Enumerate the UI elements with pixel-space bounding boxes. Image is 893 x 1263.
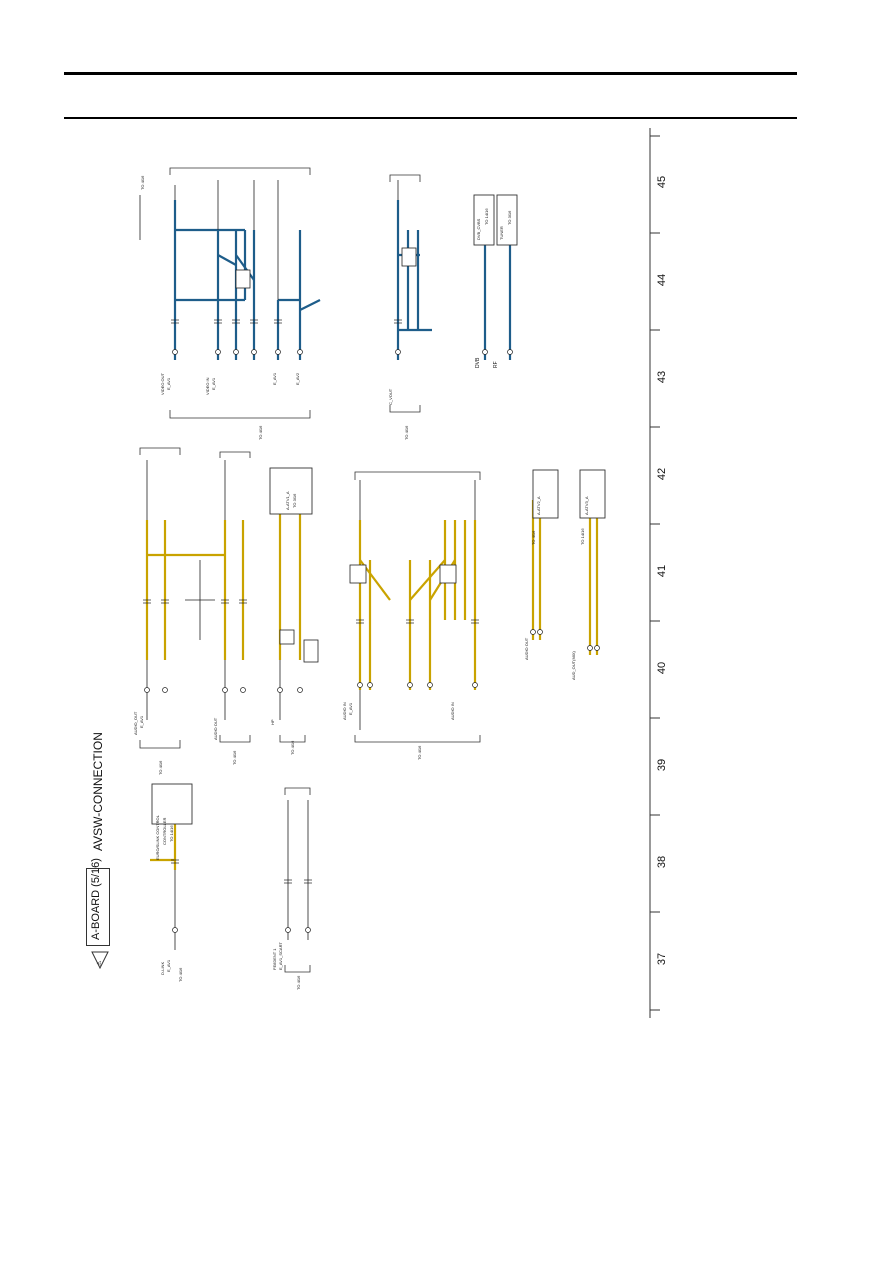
hp-label: HP [270, 719, 275, 725]
euro-sub: CONTROLLER [162, 817, 167, 845]
video-in-dest: TO 4/16 [258, 425, 263, 440]
column-number: 37 [656, 952, 669, 966]
e-av2-label: E_AV2 [295, 372, 300, 385]
column-number: 38 [656, 855, 669, 869]
euro-dest: TO 14/16 [169, 825, 174, 842]
audio-in-dest: TO 4/16 [417, 745, 422, 760]
video-out-sub: E_AV1 [166, 377, 171, 390]
d-link-sub: E_AV1 [166, 959, 171, 972]
column-number: 44 [656, 273, 669, 287]
video-out-nets [173, 200, 247, 360]
fe-ident-sub: E_AV1_SCART [278, 942, 283, 970]
audio-in-label: AUDIO IN [342, 702, 347, 720]
audio-out-nets [145, 510, 302, 660]
dvb-cvbs-label: DVB_CVBS [476, 218, 481, 240]
video-out-label: VIDEO OUT [160, 372, 165, 395]
audio-out-top-sub: E_AV1 [139, 715, 144, 728]
audio-in2-label: AUDIO IN [450, 702, 455, 720]
video-in-sub: E_AV1 [211, 377, 216, 390]
dvb-tuner-nets [483, 240, 512, 360]
column-number: 42 [656, 467, 669, 481]
tuner-label: TUNER [499, 226, 504, 240]
audio-in-nets [358, 520, 477, 690]
video-in-label: VIDEO IN [205, 377, 210, 395]
atv-audio-nets [531, 500, 599, 655]
audio-outmix-label: AUD_OUT(MIX) [571, 651, 576, 680]
column-number: 45 [656, 175, 669, 189]
warning-symbol: ⚠ [97, 960, 103, 966]
d-link-label: D-LINK [160, 961, 165, 975]
rf-label: RF [493, 361, 499, 368]
top-rule [64, 72, 797, 75]
atv-a3-dest: TO 14/16 [580, 528, 585, 545]
video-out-dest: TO 4/16 [140, 175, 145, 190]
atv-a1-dest: TO 3/16 [292, 493, 297, 508]
c-vout-nets [396, 200, 432, 360]
warning-triangle-icon [91, 951, 109, 970]
bus-brackets [139, 167, 481, 973]
board-label-box [86, 868, 110, 946]
euro-label: EURO/SLINK CONTROL [155, 815, 160, 860]
terminals [144, 349, 600, 933]
audio-in-sub: E_AV1 [348, 702, 353, 715]
atv-a3-label: A-ATV3_A [584, 496, 589, 515]
c-vout-dest: TO 4/16 [404, 425, 409, 440]
fe-ident-dest: TO 4/16 [296, 975, 301, 990]
c-vout-label: C_VOUT [388, 388, 393, 405]
dvb-cvbs-dest: TO 14/16 [484, 208, 489, 225]
atv-a2-dest: TO 4/16 [531, 530, 536, 545]
hp-dest: TO 4/16 [290, 740, 295, 755]
audio-out-mid-label: AUDIO OUT [213, 717, 218, 740]
column-number: 40 [656, 661, 669, 675]
dvb-label: DVB [475, 357, 481, 368]
board-label: A-BOARD (5/16) [90, 858, 102, 940]
fe-ident-label: FE/IDENT 1 [272, 948, 277, 971]
column-number: 43 [656, 370, 669, 384]
column-number: 41 [656, 564, 669, 578]
grid-ruler [649, 128, 660, 1018]
video-in-nets [216, 230, 321, 360]
audio-out-top-dest: TO 4/16 [158, 760, 163, 775]
d-link-dest: TO 4/16 [178, 967, 183, 982]
connector-boxes [151, 194, 606, 825]
column-number: 39 [656, 758, 669, 772]
header-rule [64, 117, 797, 119]
audio-out-low-label: AUDIO OUT [524, 637, 529, 660]
tuner-dest: TO 3/16 [507, 210, 512, 225]
header-connectors [235, 247, 457, 663]
components [143, 319, 479, 884]
atv-a1-label: A-ATV1_A [285, 491, 290, 510]
e-av1-label: E_AV1 [272, 372, 277, 385]
audio-out-mid-dest: TO 4/16 [232, 750, 237, 765]
atv-a2-label: A-ATV2_A [536, 496, 541, 515]
sheet-title: AVSW-CONNECTION [91, 732, 105, 851]
audio-out-top-label: AUDIO_OUT [133, 711, 138, 735]
